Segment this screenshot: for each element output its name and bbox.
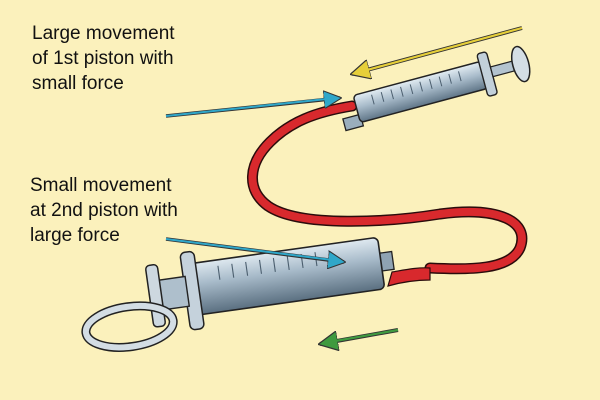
first-piston-label: Large movement of 1st piston with small … xyxy=(32,23,175,94)
first-syringe xyxy=(342,45,531,132)
hydraulic-tube xyxy=(247,100,528,287)
second-piston-label: Small movement at 2nd piston with large … xyxy=(30,175,178,246)
